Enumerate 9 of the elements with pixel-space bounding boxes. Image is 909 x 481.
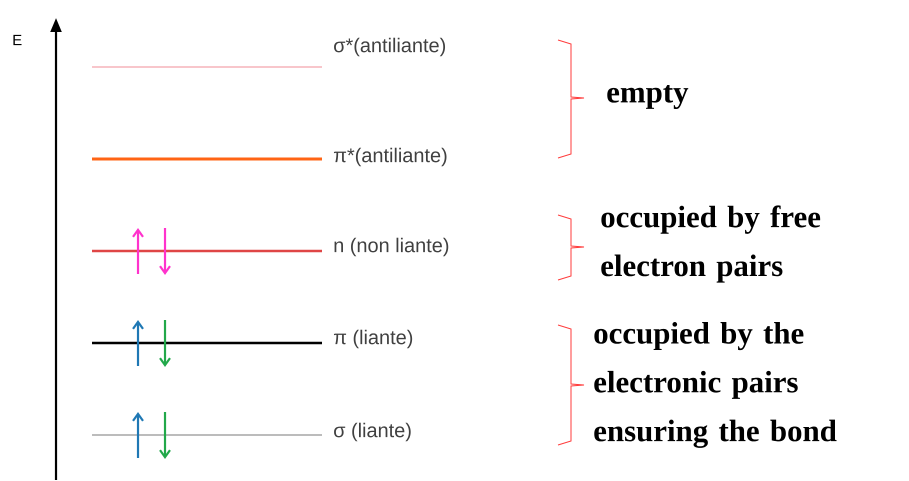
group-description: empty bbox=[607, 84, 688, 110]
level-label: π (liante) bbox=[334, 330, 412, 348]
group-description: occupied by free electron pairs bbox=[601, 205, 820, 283]
level-label: σ (liante) bbox=[334, 422, 411, 442]
level-label: σ*(antiliante) bbox=[334, 38, 446, 56]
level-label: n (non liante) bbox=[334, 238, 448, 256]
level-label: π*(antiliante) bbox=[334, 148, 446, 166]
group-description: occupied by the electronic pairs ensuring the bond bbox=[594, 322, 837, 448]
axis-label: E bbox=[13, 34, 22, 46]
